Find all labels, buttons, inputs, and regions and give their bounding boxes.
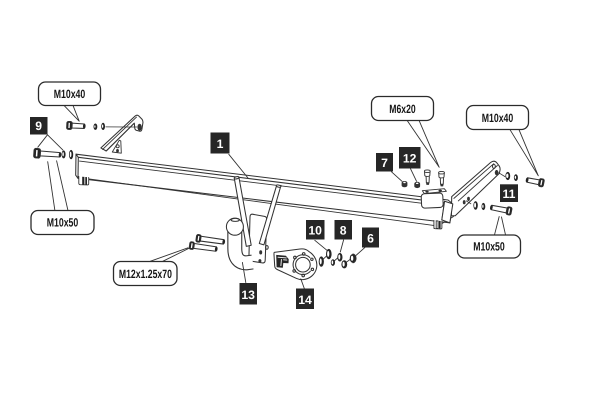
svg-text:11: 11 (503, 187, 516, 201)
svg-text:14: 14 (298, 293, 312, 307)
svg-text:1: 1 (217, 137, 224, 151)
svg-text:12: 12 (403, 152, 417, 166)
svg-text:M10x40: M10x40 (482, 111, 514, 125)
svg-text:10: 10 (308, 224, 322, 238)
svg-text:9: 9 (35, 119, 42, 133)
svg-text:8: 8 (340, 224, 347, 238)
svg-text:M12x1.25x70: M12x1.25x70 (119, 267, 172, 281)
svg-text:M6x20: M6x20 (389, 102, 416, 116)
svg-text:6: 6 (367, 232, 374, 246)
svg-text:13: 13 (241, 288, 255, 302)
svg-text:M10x50: M10x50 (473, 240, 505, 254)
svg-text:7: 7 (381, 156, 388, 170)
svg-text:M10x50: M10x50 (47, 216, 79, 230)
svg-text:M10x40: M10x40 (54, 87, 86, 101)
